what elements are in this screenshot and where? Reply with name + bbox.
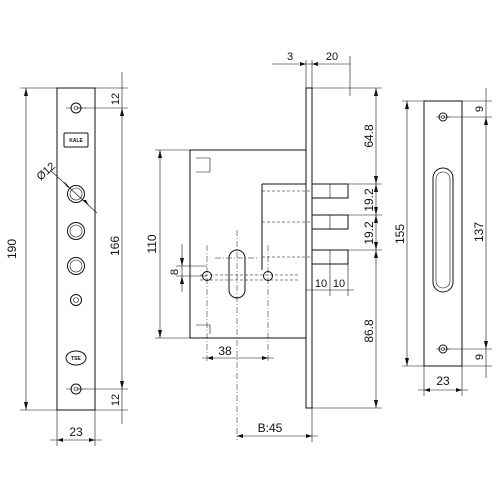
front-bottom-offset-label: 12	[110, 394, 122, 406]
strike-top-offset-label: 9	[474, 106, 486, 112]
dim-strike-overall-height: 155	[393, 100, 424, 367]
dim-front-top-offset: 12	[95, 72, 128, 108]
front-plate-outline	[56, 87, 96, 411]
dim-bolt-widths: 10 10	[306, 264, 354, 296]
bolt-spacing-1-label: 19.2	[362, 188, 376, 212]
front-width-label: 23	[69, 425, 83, 439]
dim-strike-bottom-offset: 9	[462, 349, 492, 378]
kale-logo: KALE	[63, 132, 89, 148]
tse-mark: TSE	[65, 350, 87, 366]
bolt-2	[262, 214, 349, 230]
strike-slot	[432, 167, 454, 293]
front-top-offset-label: 12	[110, 93, 122, 105]
dim-cylinder-offset: 8	[169, 244, 207, 292]
dim-front-bottom-offset: 12	[95, 389, 128, 424]
body-height-label: 110	[145, 234, 159, 253]
bolt-housing-outline	[261, 183, 306, 270]
strike-slot-height-label: 137	[472, 222, 486, 242]
bolt-spacing-2-label: 19.2	[362, 221, 376, 245]
strike-plate-view: 155 137 9 9 23	[393, 88, 492, 396]
dim-strike-top-offset: 9	[462, 88, 492, 117]
cylinder-cutout	[215, 230, 259, 440]
dim-faceplate-thickness: 3 20	[272, 51, 351, 96]
front-hole-diameter-label: Ø12	[35, 160, 58, 183]
front-overall-height-label: 190	[5, 239, 19, 259]
side-faceplate	[305, 87, 313, 409]
dim-body-height: 110	[145, 149, 190, 339]
kale-logo-text: KALE	[69, 138, 83, 144]
strike-plate-outline	[423, 100, 463, 367]
front-hole-span-label: 166	[108, 236, 122, 256]
dim-strike-width: 23	[418, 366, 468, 396]
strike-bottom-offset-label: 9	[474, 354, 486, 360]
bolt-hole-3	[67, 257, 85, 275]
lock-case-outline	[189, 149, 306, 339]
bolt-1	[262, 183, 349, 199]
lock-body-side-view: 3 20 64.8 19.2 19.2 86.8	[145, 51, 382, 442]
follower-spacing-label: 38	[218, 344, 232, 358]
follower-hole-right	[263, 245, 273, 362]
bolt-3	[262, 249, 349, 265]
dim-strike-slot-height: 137	[443, 116, 492, 350]
front-faceplate-view: KALE TSE	[5, 72, 128, 446]
tse-mark-text: TSE	[71, 356, 81, 362]
dim-backset: B:45	[237, 408, 318, 442]
bolt-hole-1	[67, 185, 85, 203]
diameter-leader: Ø12	[35, 160, 98, 214]
dim-front-hole-span: 166	[76, 107, 128, 390]
dim-front-overall-height: 190	[5, 87, 57, 411]
bolt-hole-2	[67, 222, 85, 240]
bolt-width-2-label: 10	[333, 278, 345, 290]
dim-follower-spacing: 38	[202, 344, 274, 360]
faceplate-to-body-label: 20	[326, 51, 338, 63]
dim-bolt-chain: 64.8 19.2 19.2 86.8	[312, 87, 382, 409]
strike-overall-height-label: 155	[393, 224, 407, 244]
strike-width-label: 23	[436, 374, 450, 388]
follower-hole-left	[202, 245, 212, 362]
bolt-top-label: 64.8	[362, 124, 376, 148]
dim-front-width: 23	[50, 410, 102, 446]
faceplate-thickness-label: 3	[287, 51, 293, 63]
cylinder-offset-label: 8	[169, 269, 181, 275]
bolt-width-1-label: 10	[315, 278, 327, 290]
backset-label: B:45	[258, 421, 283, 435]
latch-hole	[70, 294, 82, 306]
bolt-bottom-label: 86.8	[362, 319, 376, 343]
